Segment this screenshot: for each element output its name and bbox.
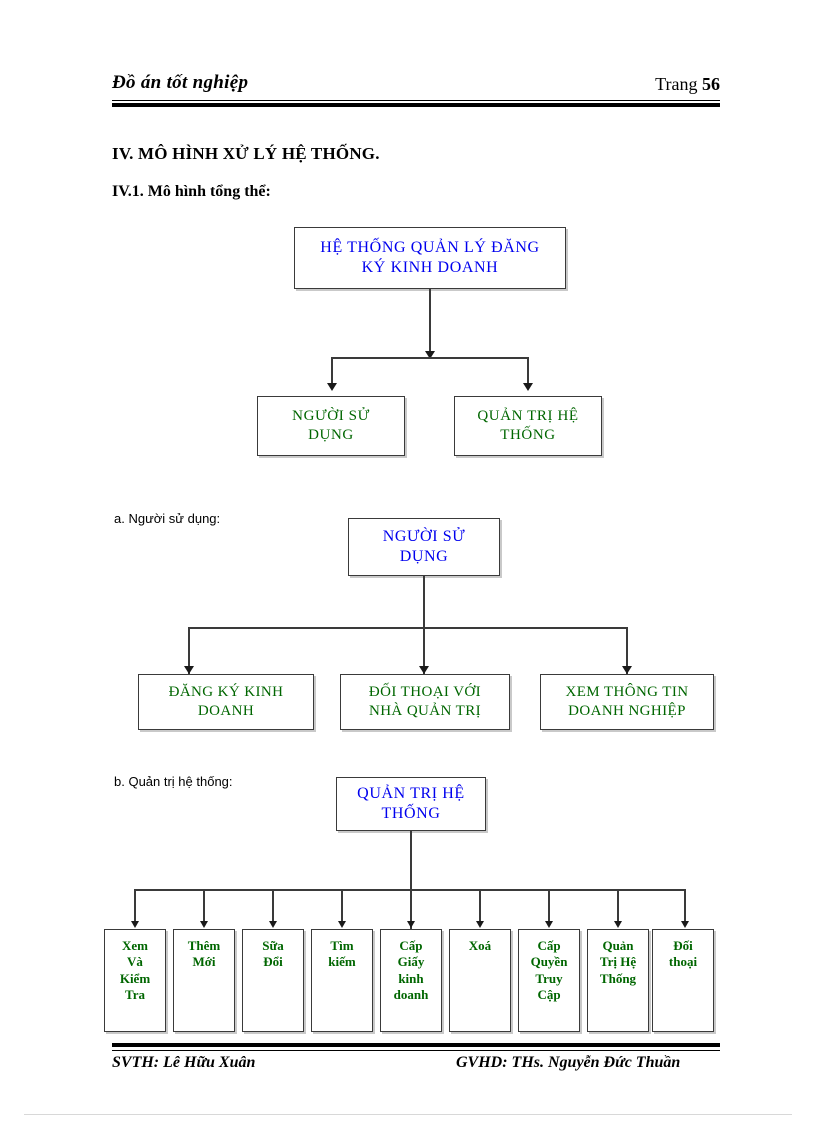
connector-branch-admin-1 [134, 889, 136, 923]
header-page-label: Trang [655, 74, 698, 94]
diagram-node-label: Cấp Quyền Truy Cập [530, 938, 568, 1002]
section-heading: IV. MÔ HÌNH XỬ LÝ HỆ THỐNG. [112, 144, 380, 163]
header-rule-thick [112, 103, 720, 107]
diagram-node-user: NGƯỜI SỬ DỤNG [257, 396, 405, 456]
arrowhead-branch-dangky [184, 666, 194, 674]
subsection-heading: IV.1. Mô hình tổng thể: [112, 183, 271, 200]
connector-branch-admin-3 [272, 889, 274, 923]
arrowhead-root-bus [425, 351, 435, 359]
arrowhead-admin-4 [338, 921, 346, 928]
connector-branch-user [331, 357, 333, 389]
connector-branch-admin-9 [684, 889, 686, 923]
diagram-node-label: QUẢN TRỊ HỆ THỐNG [357, 785, 465, 822]
diagram-node-admin-root: QUẢN TRỊ HỆ THỐNG [336, 777, 486, 831]
connector-branch-admin [527, 357, 529, 389]
arrowhead-branch-admin [523, 383, 533, 391]
diagram-node-admin-child-1: Xem Và Kiểm Tra [104, 929, 166, 1032]
arrowhead-user-center [419, 666, 429, 674]
diagram-node-user-child-1: ĐĂNG KÝ KINH DOANH [138, 674, 314, 730]
arrowhead-admin-3 [269, 921, 277, 928]
diagram-node-root-system: HỆ THỐNG QUẢN LÝ ĐĂNG KÝ KINH DOANH [294, 227, 566, 289]
diagram-node-user-child-2: ĐỐI THOẠI VỚI NHÀ QUẢN TRỊ [340, 674, 510, 730]
diagram-node-admin-child-5: Cấp Giấy kinh doanh [380, 929, 442, 1032]
diagram-node-label: Xoá [468, 938, 492, 953]
diagram-node-admin-child-8: Quản Trị Hệ Thống [587, 929, 649, 1032]
page-header: Đồ án tốt nghiệp Trang 56 [112, 72, 720, 106]
diagram-node-label: ĐĂNG KÝ KINH DOANH [168, 684, 284, 719]
connector-branch-admin-6 [479, 889, 481, 923]
header-page-number: Trang 56 [655, 74, 720, 95]
label-section-a: a. Người sử dụng: [114, 511, 221, 526]
diagram-node-label: Sữa Đổi [262, 938, 284, 970]
connector-bus-overall [331, 357, 529, 359]
connector-bus-admin [134, 889, 686, 891]
diagram-node-label: Đối thoại [668, 938, 698, 970]
diagram-node-label: NGƯỜI SỬ DỤNG [382, 528, 466, 565]
diagram-node-admin-child-3: Sữa Đổi [242, 929, 304, 1032]
connector-branch-doithoai [626, 627, 628, 674]
diagram-node-admin-child-9: Đối thoại [652, 929, 714, 1032]
diagram-node-user-root: NGƯỜI SỬ DỤNG [348, 518, 500, 576]
diagram-node-label: Thêm Mới [187, 938, 221, 970]
diagram-node-label: HỆ THỐNG QUẢN LÝ ĐĂNG KÝ KINH DOANH [320, 239, 540, 276]
connector-branch-admin-2 [203, 889, 205, 923]
arrowhead-admin-6 [476, 921, 484, 928]
connector-root-down [429, 289, 431, 357]
diagram-node-label: XEM THÔNG TIN DOANH NGHIỆP [565, 684, 689, 719]
header-rule-thin [112, 100, 720, 101]
diagram-node-user-child-3: XEM THÔNG TIN DOANH NGHIỆP [540, 674, 714, 730]
arrowhead-branch-user [327, 383, 337, 391]
connector-admin-root-down [410, 831, 412, 929]
header-title: Đồ án tốt nghiệp [112, 72, 249, 93]
arrowhead-admin-2 [200, 921, 208, 928]
arrowhead-admin-5 [407, 921, 415, 928]
diagram-node-label: ĐỐI THOẠI VỚI NHÀ QUẢN TRỊ [368, 684, 482, 719]
footer-rule-thick [112, 1043, 720, 1047]
page-bottom-rule [24, 1114, 792, 1115]
diagram-node-admin-child-4: Tìm kiếm [311, 929, 373, 1032]
diagram-node-admin-child-7: Cấp Quyền Truy Cập [518, 929, 580, 1032]
diagram-node-label: Cấp Giấy kinh doanh [393, 938, 429, 1002]
diagram-node-label: Tìm kiếm [328, 938, 356, 970]
diagram-node-admin-child-6: Xoá [449, 929, 511, 1032]
diagram-node-label: NGƯỜI SỬ DỤNG [292, 408, 370, 443]
connector-bus-user [188, 627, 628, 629]
diagram-node-admin: QUẢN TRỊ HỆ THỐNG [454, 396, 602, 456]
arrowhead-admin-1 [131, 921, 139, 928]
header-page-value: 56 [702, 74, 720, 94]
connector-branch-admin-4 [341, 889, 343, 923]
diagram-node-admin-child-2: Thêm Mới [173, 929, 235, 1032]
label-section-b: b. Quản trị hệ thống: [114, 774, 233, 789]
connector-branch-admin-8 [617, 889, 619, 923]
connector-branch-dangky [188, 627, 190, 674]
arrowhead-admin-9 [681, 921, 689, 928]
footer-advisor: GVHD: THs. Nguyễn Đức Thuần [456, 1054, 681, 1071]
connector-user-root-down [423, 576, 425, 674]
arrowhead-admin-7 [545, 921, 553, 928]
arrowhead-admin-8 [614, 921, 622, 928]
footer-student: SVTH: Lê Hữu Xuân [112, 1054, 256, 1071]
arrowhead-branch-xemthongtin [622, 666, 632, 674]
connector-branch-admin-7 [548, 889, 550, 923]
diagram-node-label: QUẢN TRỊ HỆ THỐNG [477, 408, 579, 443]
diagram-node-label: Quản Trị Hệ Thống [599, 938, 637, 986]
diagram-node-label: Xem Và Kiểm Tra [119, 938, 151, 1002]
footer-rule-thin [112, 1050, 720, 1051]
